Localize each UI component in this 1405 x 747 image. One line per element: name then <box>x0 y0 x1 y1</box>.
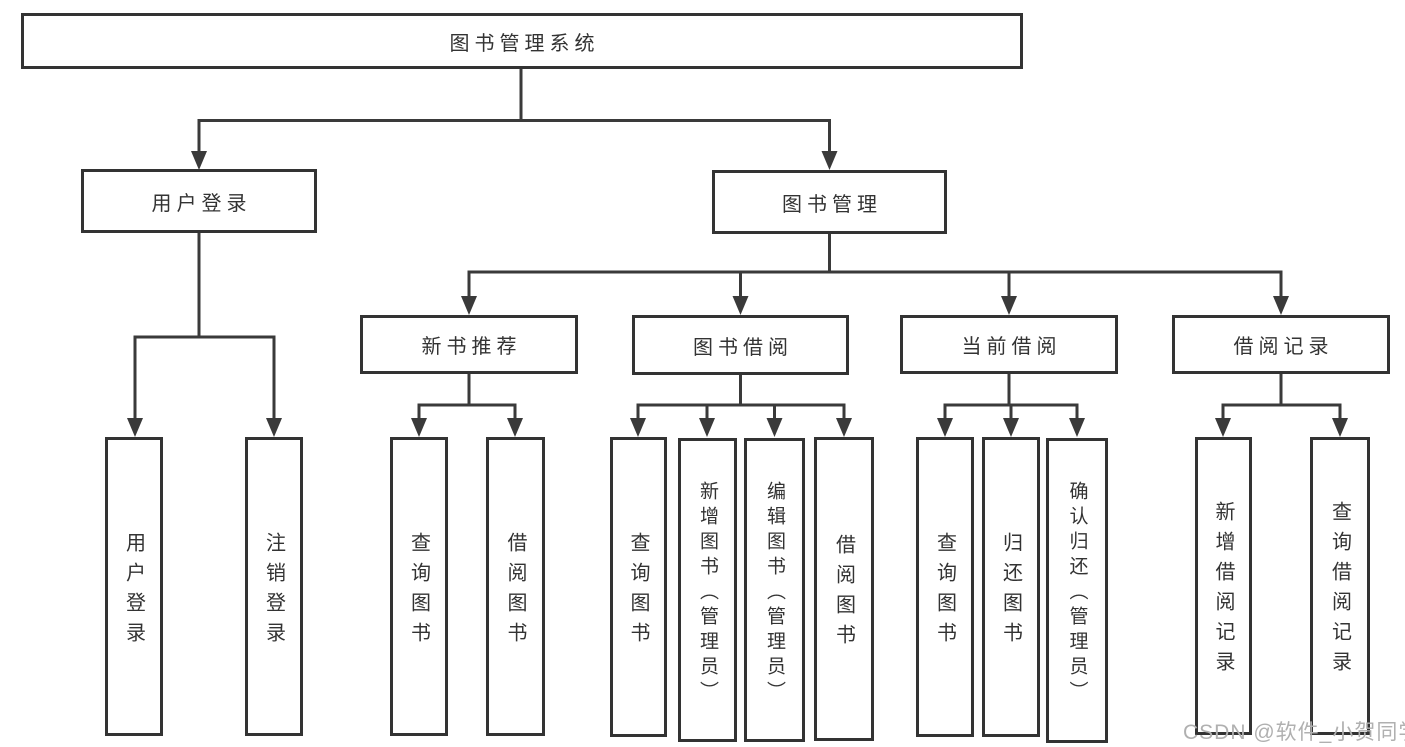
arrow-down-icon <box>1001 296 1017 315</box>
node-add-book-admin: 新增图书（管理员） <box>678 438 737 742</box>
node-label: 查询图书 <box>627 532 649 652</box>
node-confirm-return-admin: 确认归还（管理员） <box>1046 438 1108 743</box>
node-library-system: 图书管理系统 <box>21 13 1023 69</box>
node-borrow-book: 借阅图书 <box>814 437 874 741</box>
arrow-down-icon <box>766 418 783 437</box>
node-query-book-recommend: 查询图书 <box>390 437 448 736</box>
arrow-down-icon <box>191 151 207 170</box>
node-borrow-book-recommend: 借阅图书 <box>486 437 545 736</box>
node-label: 借阅记录 <box>1233 336 1334 358</box>
arrow-down-icon <box>266 418 282 437</box>
node-query-borrow-record: 查询借阅记录 <box>1310 437 1370 735</box>
arrow-down-icon <box>1332 418 1348 437</box>
node-label: 图书管理 <box>782 193 882 216</box>
arrow-down-icon <box>461 296 477 315</box>
node-user-login-leaf: 用户登录 <box>105 437 163 736</box>
node-label: 查询图书 <box>933 532 956 652</box>
arrow-down-icon <box>411 418 427 437</box>
arrow-down-icon <box>836 418 852 437</box>
node-label: 确认归还（管理员） <box>1066 481 1088 706</box>
arrow-down-icon <box>732 296 749 315</box>
arrow-down-icon <box>630 418 646 437</box>
node-label: 查询图书 <box>407 531 430 652</box>
node-book-management: 图书管理 <box>712 170 947 234</box>
csdn-watermark: CSDN @软件_小贺同学 <box>1183 721 1405 744</box>
arrow-down-icon <box>699 418 715 437</box>
node-label: 当前借阅 <box>961 336 1062 358</box>
node-label: 图书管理系统 <box>449 32 600 55</box>
node-borrow-records: 借阅记录 <box>1172 315 1390 374</box>
node-label: 图书借阅 <box>693 336 793 359</box>
arrow-down-icon <box>1003 418 1019 437</box>
node-return-book: 归还图书 <box>982 437 1040 737</box>
node-edit-book-admin: 编辑图书（管理员） <box>744 438 805 742</box>
node-new-book-recommend: 新书推荐 <box>360 315 578 374</box>
node-label: 借阅图书 <box>504 531 526 652</box>
node-label: 新增借阅记录 <box>1212 501 1234 681</box>
node-query-book-borrow: 查询图书 <box>610 437 667 737</box>
node-label: 编辑图书（管理员） <box>764 480 785 706</box>
node-label: 查询借阅记录 <box>1328 501 1351 681</box>
arrow-down-icon <box>127 418 143 437</box>
node-add-borrow-record: 新增借阅记录 <box>1195 437 1252 735</box>
arrow-down-icon <box>507 418 523 437</box>
node-logout-leaf: 注销登录 <box>245 437 303 736</box>
arrow-down-icon <box>821 151 838 170</box>
arrowhead-group <box>127 151 1348 437</box>
arrow-down-icon <box>1273 296 1289 315</box>
node-label: 用户登录 <box>122 531 145 652</box>
arrow-down-icon <box>937 418 953 437</box>
node-current-borrow: 当前借阅 <box>900 315 1118 374</box>
node-label: 用户登录 <box>151 192 252 215</box>
node-label: 归还图书 <box>999 532 1022 652</box>
node-label: 新书推荐 <box>421 336 522 358</box>
node-query-book-current: 查询图书 <box>916 437 974 737</box>
node-book-borrow: 图书借阅 <box>632 315 849 375</box>
node-label: 借阅图书 <box>832 534 855 654</box>
arrow-down-icon <box>1069 418 1085 437</box>
arrow-down-icon <box>1215 418 1231 437</box>
node-user-login: 用户登录 <box>81 169 317 233</box>
node-label: 注销登录 <box>262 531 285 652</box>
node-label: 新增图书（管理员） <box>697 480 718 706</box>
